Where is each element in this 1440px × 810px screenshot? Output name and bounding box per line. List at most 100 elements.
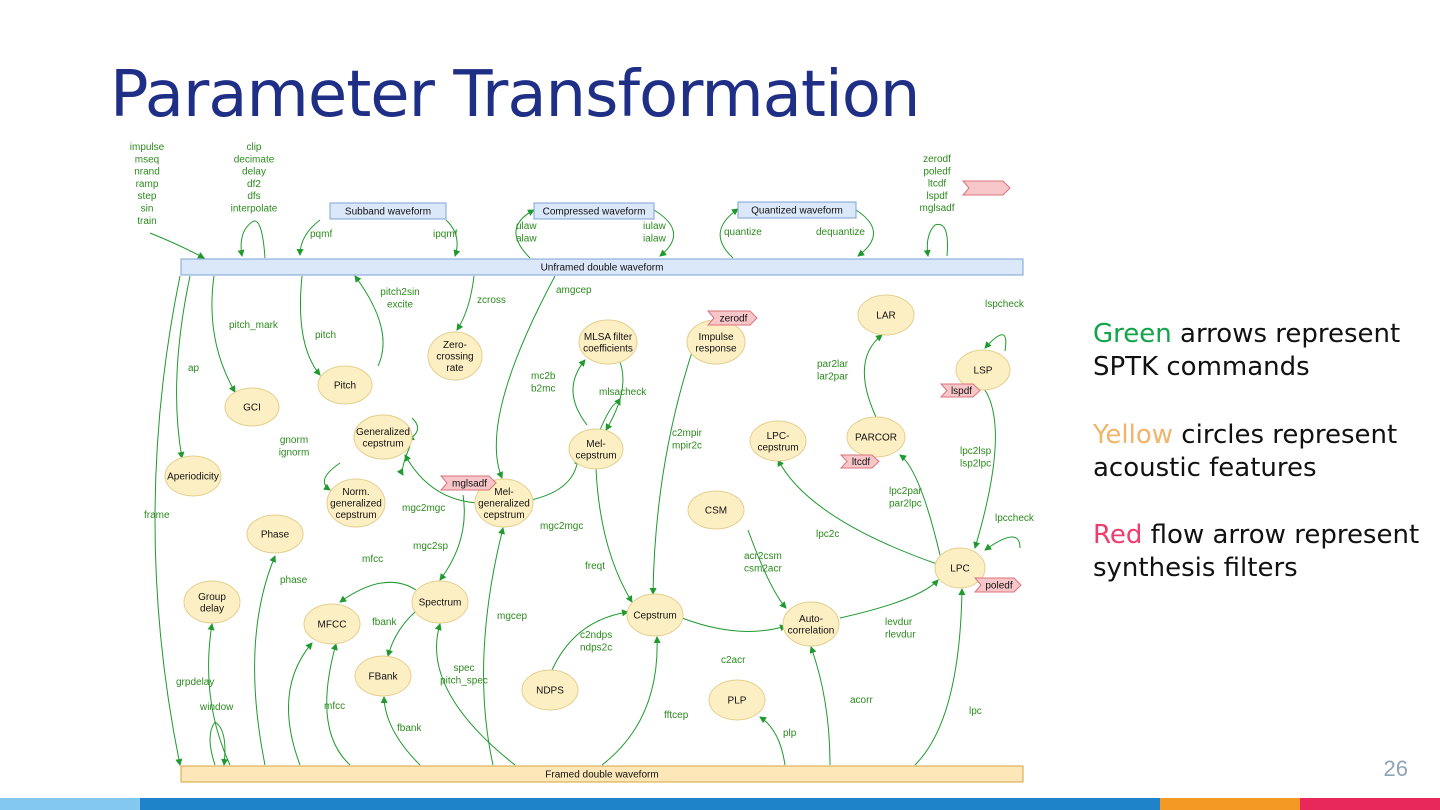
feature-node-phase [246,514,304,554]
command-label-wave-ops: decimate [234,154,275,165]
flow-arrow [380,696,421,766]
compressed-waveform-box-label: Compressed waveform [543,207,646,218]
legend-red: Red flow arrow represent synthesis filte… [1093,519,1423,585]
feature-node-ndps [521,669,579,711]
command-label-synth-list: poledf [923,166,950,177]
command-label-wave-ops: dfs [247,191,260,202]
feature-node-csm [687,490,745,530]
feature-node-label: Mel- [494,487,513,498]
feature-node-label: Mel- [586,439,605,450]
command-label-ulaw: ulaw [516,221,537,232]
feature-node-label: Impulse [698,332,733,343]
feature-node-plp [708,679,766,721]
legend-green: Green arrows represent SPTK commands [1093,318,1423,384]
command-label-synth-list: mglsadf [919,203,954,214]
command-label-fftcep: fftcep [664,710,689,721]
feature-node-label: rate [446,363,464,374]
command-label-plp-cmd: plp [783,728,797,739]
flow-arrow [287,642,313,766]
flow-arrow [154,275,183,766]
feature-node-label: Phase [261,530,290,541]
command-label-quantize: quantize [724,227,762,238]
legend-red-text: flow arrow represent [1142,520,1420,550]
feature-node-label: Zero- [443,340,467,351]
command-label-pitch2sin: pitch2sin [380,287,419,298]
subband-waveform-box [329,202,447,220]
bottom-color-bar [0,798,1440,810]
flow-arrow [599,398,621,431]
flow-arrow [323,462,341,491]
command-label-gen: sin [141,204,154,215]
feature-node-label: Cepstrum [633,611,676,622]
command-label-c2ndps: c2ndps [580,630,612,641]
flow-arrow [984,536,1021,551]
command-label-par2lar: par2lar [817,359,849,370]
unframed-waveform-bar [180,258,1024,276]
command-label-levdur: rlevdur [885,629,916,640]
filter-tag-poledf [973,577,1022,593]
command-label-lpccheck: lpccheck [995,513,1035,524]
feature-node-label: LPC- [767,431,790,442]
flow-arrow [483,527,505,766]
feature-node-gci [224,387,280,427]
feature-node-label: FBank [369,672,399,683]
flow-arrow [605,361,624,431]
command-label-ap: ap [188,363,200,374]
command-label-gen: train [137,216,156,227]
legend-yellow-line2: acoustic features [1093,453,1317,483]
command-label-window: window [199,702,234,713]
command-label-par2lar: lar2par [817,371,849,382]
command-label-iulaw: ialaw [643,233,667,244]
feature-node-label: coefficients [583,343,633,354]
command-label-mc2b: b2mc [531,383,555,394]
feature-node-lsp [955,349,1011,391]
command-label-gen: impulse [130,142,165,153]
flow-arrow [326,643,351,766]
command-label-c2acr: c2acr [721,655,746,666]
unframed-waveform-label: Unframed double waveform [541,263,664,274]
command-label-mc2b: mc2b [531,371,556,382]
feature-node-label: cepstrum [362,438,403,449]
flow-arrow [681,617,787,632]
feature-node-label: correlation [788,625,835,636]
filter-tag-ltcdf [839,454,880,469]
flow-arrow [777,459,941,566]
command-label-lpc2lsp: lsp2lpc [960,458,991,469]
feature-node-mel-generalized-cepstrum [474,478,534,528]
flow-arrow [237,220,266,259]
flow-arrow [923,223,948,257]
flow-arrow [300,275,321,376]
feature-node-label: Aperiodicity [167,472,219,483]
command-label-synth-list: lspdf [926,191,947,202]
feature-node-norm-generalized-cepstrum [326,478,386,528]
command-label-mgcep: mgcep [497,611,527,622]
flow-arrow [404,454,479,504]
feature-node-label: cepstrum [335,510,376,521]
bottom-bar-segment [1300,798,1440,810]
feature-node-label: PLP [728,696,747,707]
flow-arrow [211,275,236,393]
command-label-fbank-cmd-bottom: fbank [397,723,422,734]
flow-arrow [863,334,883,418]
flow-arrow [149,232,205,259]
command-label-wave-ops: delay [242,167,266,178]
framed-waveform-label: Framed double waveform [545,770,658,781]
filter-tag-lspdf [939,383,981,398]
flow-arrow [984,334,1007,352]
flow-arrow [439,494,465,581]
bottom-bar-segment [650,798,1160,810]
legend-green-keyword: Green [1093,319,1172,349]
feature-node-fbank [354,655,412,697]
feature-node-label: Auto- [799,614,823,625]
command-label-fbank-cmd-top: fbank [372,617,397,628]
flow-arrow [551,609,629,671]
flow-arrow [207,623,231,766]
flow-arrow [386,611,416,657]
flow-arrow [839,579,939,619]
feature-node-label: NDPS [536,686,564,697]
feature-node-label: MLSA filter [584,332,633,343]
command-label-ulaw: alaw [516,233,537,244]
quantized-waveform-box-label: Quantized waveform [751,206,843,217]
feature-node-label: CSM [705,506,727,517]
